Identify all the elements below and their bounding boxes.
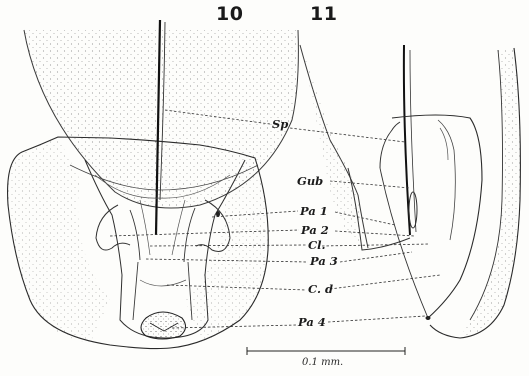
label-pa3: Pa 3 [310,256,338,268]
fig10-terminal-cap [141,312,186,339]
leader-cl [150,245,306,246]
figure-number-11: 11 [310,3,337,25]
leader-cl-r [322,244,430,246]
scale-bar-label: 0.1 mm. [302,357,343,368]
leader-pa2-r [335,231,414,236]
leader-pa2 [110,230,299,236]
leader-cd-r [330,275,440,289]
fig11-papilla [426,316,431,320]
label-cl: Cl. [308,240,326,252]
label-pa4: Pa 4 [298,317,326,329]
label-gub: Gub [297,176,323,188]
label-cd: C. d [308,284,333,296]
leader-sp-right [290,128,405,142]
scale-bar [247,347,405,355]
leader-pa3-r [340,252,412,262]
figure-11-drawing [300,45,520,338]
figure-10-drawing [8,20,299,349]
fig11-gubernaculum [409,192,417,228]
leader-pa4-r [328,316,425,322]
fig10-lobe-left [96,205,130,250]
figure-number-10: 10 [216,3,243,25]
label-pa2: Pa 2 [301,225,329,237]
label-sp: Sp [272,119,288,131]
label-pa1: Pa 1 [300,206,328,218]
fig10-papilla-right [216,211,220,217]
leader-pa4 [172,325,296,328]
